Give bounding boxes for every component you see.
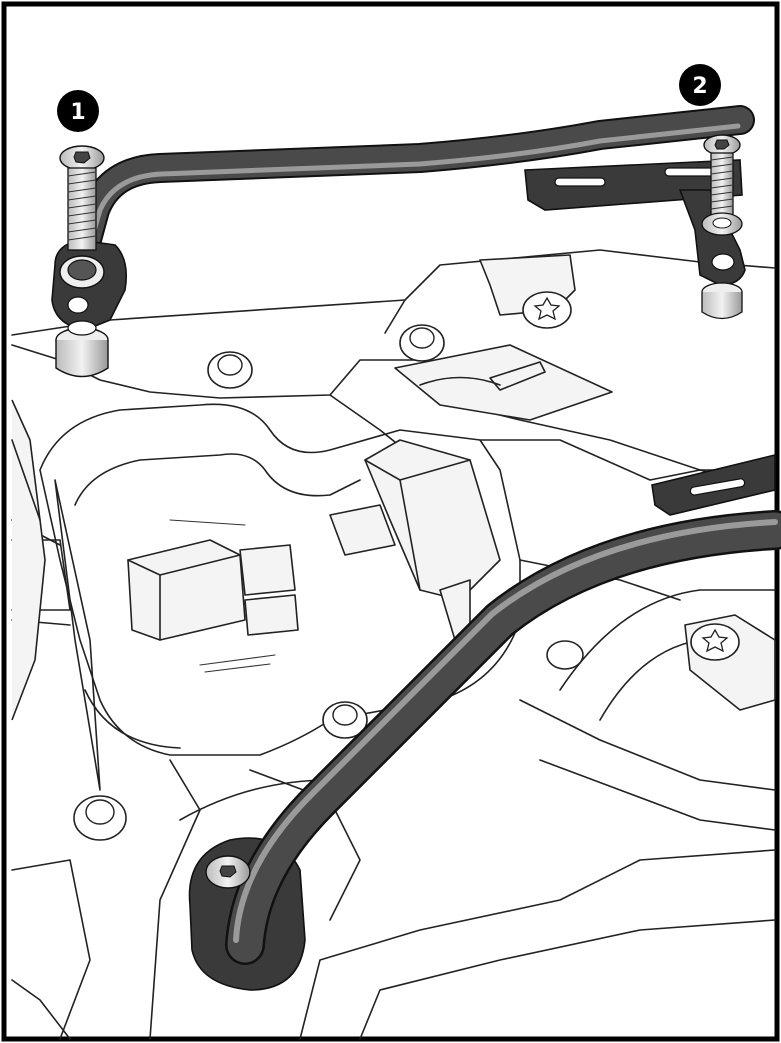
bolt-left [59, 145, 105, 251]
grommet-top-left [207, 351, 253, 389]
rubber-grommets [73, 324, 584, 841]
callout-1-label: 1 [70, 100, 85, 125]
callout-1 [57, 90, 99, 132]
torx-screw-top [522, 291, 572, 329]
lower-rail [188, 453, 781, 991]
grommet-right-mid [546, 640, 584, 670]
spacer-left [55, 320, 109, 378]
upper-rail [51, 105, 755, 331]
spacer-right [701, 282, 743, 320]
grommet-top-mid [399, 324, 445, 362]
electrical-components [127, 439, 501, 673]
callout-2 [679, 64, 721, 106]
bolt-right [701, 134, 743, 236]
grommet-left [73, 795, 127, 841]
torx-screws [394, 254, 776, 711]
torx-screw-right [690, 623, 740, 661]
callout-2-label: 2 [692, 74, 707, 99]
grommet-mid [322, 701, 368, 739]
